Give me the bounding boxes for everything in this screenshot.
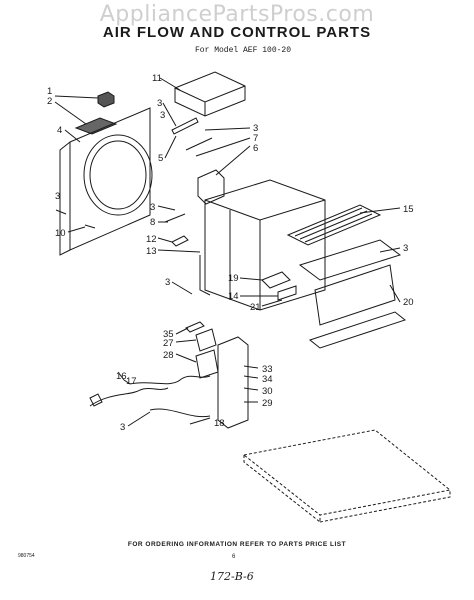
base-pan bbox=[242, 429, 452, 516]
center-housing bbox=[204, 179, 326, 311]
part-11-bracket bbox=[174, 71, 246, 117]
callout-10: 10 bbox=[55, 228, 66, 239]
callout-13: 13 bbox=[146, 246, 157, 257]
screw-3-left bbox=[55, 209, 67, 215]
corner-code: 980754 bbox=[18, 553, 35, 559]
page-dot: 6 bbox=[232, 554, 236, 560]
callout-8: 8 bbox=[150, 217, 155, 228]
callout-20: 20 bbox=[403, 297, 414, 308]
callout-3b: 3 bbox=[253, 123, 258, 134]
callout-3: 3 bbox=[157, 98, 162, 109]
diagram-title: AIR FLOW AND CONTROL PARTS bbox=[102, 24, 372, 41]
part-12-spring bbox=[171, 235, 189, 247]
damper-plate bbox=[298, 239, 402, 281]
part-1-block bbox=[97, 91, 115, 108]
part-28-thermostat bbox=[195, 349, 219, 379]
part-35 bbox=[185, 321, 205, 333]
callout-3f: 3 bbox=[403, 243, 408, 254]
callout-6: 6 bbox=[253, 143, 258, 154]
part-20-frame bbox=[314, 264, 396, 326]
part-6-motor bbox=[197, 169, 225, 205]
callout-2: 2 bbox=[47, 96, 52, 107]
part-16-cord bbox=[89, 387, 169, 407]
callout-18: 18 bbox=[214, 418, 225, 429]
callout-1: 1 bbox=[47, 86, 52, 97]
callout-7: 7 bbox=[253, 133, 258, 144]
front-panel bbox=[69, 107, 151, 251]
callout-19: 19 bbox=[228, 273, 239, 284]
callout-3g: 3 bbox=[165, 277, 170, 288]
callout-30: 30 bbox=[262, 386, 273, 397]
callout-28: 28 bbox=[163, 350, 174, 361]
part-10-clip bbox=[84, 224, 96, 229]
part-4-strip bbox=[74, 117, 118, 135]
part-15-grille bbox=[286, 204, 382, 246]
callout-5: 5 bbox=[158, 153, 163, 164]
part-14-switch bbox=[277, 285, 297, 301]
callout-17: 17 bbox=[126, 376, 137, 387]
callout-14: 14 bbox=[228, 291, 239, 302]
part-8-spring bbox=[164, 213, 186, 223]
callout-15: 15 bbox=[403, 204, 414, 215]
callout-11: 11 bbox=[152, 73, 162, 84]
callout-21: 21 bbox=[250, 302, 261, 313]
callout-27: 27 bbox=[163, 338, 174, 349]
part-19-bracket bbox=[261, 271, 291, 289]
part-17-capillary bbox=[129, 375, 211, 385]
watermark: AppliancePartsPros.com bbox=[99, 2, 375, 27]
handwritten-note: 172-B-6 bbox=[210, 570, 254, 583]
bottom-rail bbox=[308, 311, 407, 349]
control-bracket bbox=[217, 336, 249, 429]
callout-3e: 3 bbox=[55, 191, 60, 202]
callout-33: 33 bbox=[262, 364, 273, 375]
callout-34: 34 bbox=[262, 374, 273, 385]
model-subtitle: For Model AEF 100-20 bbox=[195, 46, 292, 55]
callout-3c: 3 bbox=[160, 110, 165, 121]
part-5-clip bbox=[171, 117, 199, 135]
callout-12: 12 bbox=[146, 234, 157, 245]
blower-opening bbox=[83, 134, 153, 216]
ordering-note: FOR ORDERING INFORMATION REFER TO PARTS … bbox=[127, 541, 347, 548]
part-27-switch bbox=[195, 328, 217, 352]
callout-3h: 3 bbox=[120, 422, 125, 433]
part-7-rod bbox=[185, 137, 213, 151]
callout-16: 16 bbox=[116, 371, 127, 382]
callout-35: 35 bbox=[163, 329, 174, 340]
callout-29: 29 bbox=[262, 398, 273, 409]
callout-4: 4 bbox=[57, 125, 62, 136]
callout-3d: 3 bbox=[150, 202, 155, 213]
part-18-wire bbox=[149, 408, 211, 418]
